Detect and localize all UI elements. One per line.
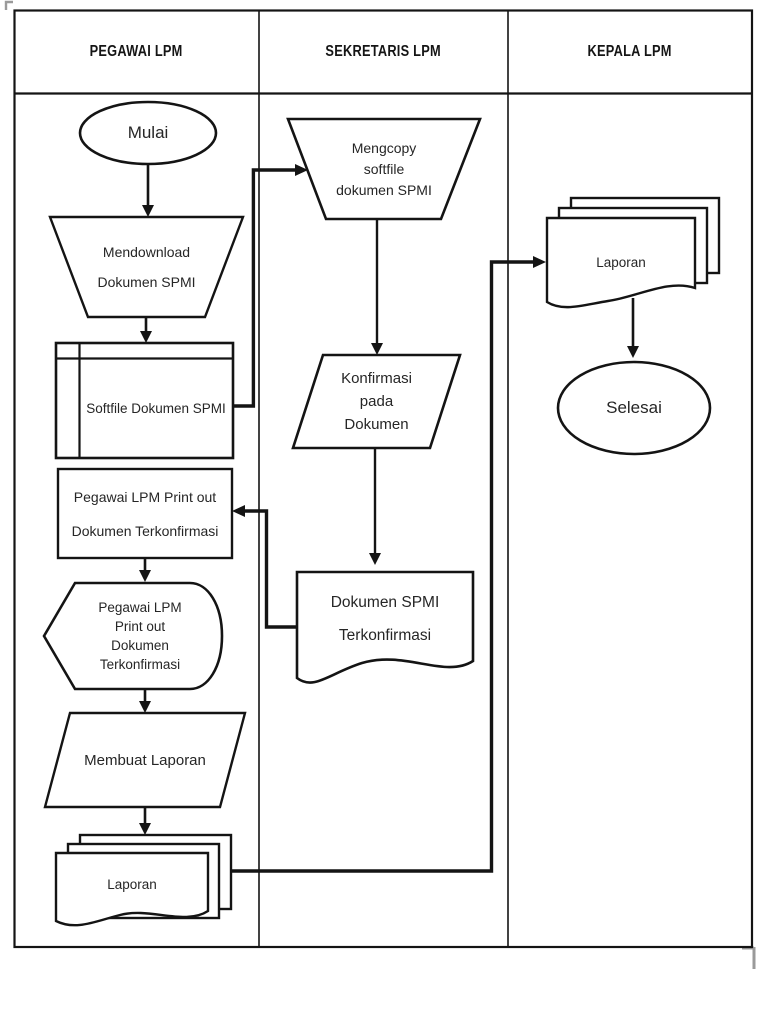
table-outer-border — [13, 9, 754, 949]
connector-softfile-to-mengcopy — [233, 164, 308, 408]
display-printout — [42, 581, 224, 691]
arrow-display-to-membuat — [139, 689, 151, 713]
arrow-mulai-to-mendownload — [142, 164, 154, 217]
terminator-selesai — [556, 360, 712, 456]
multi-document-laporan-pegawai — [54, 833, 233, 927]
multi-document-laporan-kepala — [545, 196, 721, 309]
internal-storage-softfile — [54, 341, 235, 460]
terminator-mulai — [78, 100, 218, 166]
parallelogram-membuat-laporan — [43, 711, 247, 809]
arrow-mendownload-to-softfile — [140, 317, 152, 343]
parallelogram-konfirmasi — [291, 353, 462, 450]
arrow-printout-to-display — [139, 558, 151, 582]
connector-dokumen-to-printout — [232, 505, 297, 629]
connector-laporan-to-kepala — [231, 256, 546, 873]
document-dokumen-terkonfirmasi — [295, 570, 475, 684]
arrow-mengcopy-to-konfirmasi — [371, 219, 383, 355]
table-move-handle — [4, 0, 13, 10]
arrow-konfirmasi-to-dokumen — [369, 448, 381, 565]
swimlane-table — [13, 9, 754, 949]
table-resize-handle[interactable] — [742, 946, 756, 969]
arrow-laporan-to-selesai — [627, 298, 639, 358]
manual-operation-mengcopy — [286, 117, 482, 221]
manual-operation-mendownload — [48, 215, 245, 319]
arrow-membuat-to-laporan — [139, 807, 151, 835]
process-printout — [56, 467, 234, 560]
